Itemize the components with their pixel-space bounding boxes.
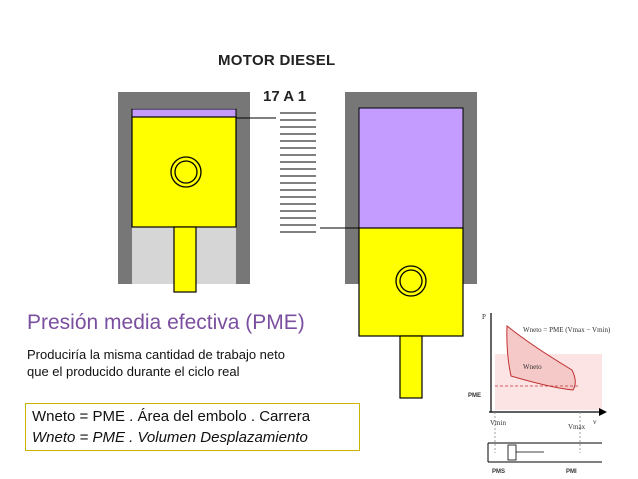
pv-diagram: Wneto = PME (Vmax − Vmin) Wneto P v PME …	[468, 313, 611, 475]
pme-description-line-1: Produciría la misma cantidad de trabajo …	[27, 347, 285, 362]
compressed-gas-right	[358, 107, 464, 229]
piston-pin-left	[170, 156, 202, 188]
connecting-rod-right	[399, 335, 423, 399]
pme-description: Produciría la misma cantidad de trabajo …	[27, 346, 357, 380]
pms-label: PMS	[492, 469, 505, 475]
formula-box: Wneto = PME . Área del embolo . Carrera …	[25, 403, 360, 451]
pme-heading: Presión media efectiva (PME)	[27, 311, 305, 334]
v-axis-label: v	[593, 418, 597, 426]
vmax-label: Vmax	[568, 423, 586, 431]
p-axis-label: P	[482, 313, 486, 321]
cylinder-right	[345, 92, 477, 284]
v-axis-arrow-icon	[599, 408, 607, 416]
pmi-label: PMI	[566, 469, 577, 475]
formula-line-2: Wneto = PME . Volumen Desplazamiento	[32, 429, 308, 446]
pme-description-line-2: que el producido durante el ciclo real	[27, 364, 240, 379]
cycle-curve	[506, 324, 576, 391]
mini-cylinder	[487, 442, 602, 463]
formula-line-1: Wneto = PME . Área del embolo . Carrera	[32, 408, 311, 425]
diagram-title: MOTOR DIESEL	[218, 52, 336, 69]
pv-area-label: Wneto	[523, 363, 542, 371]
compression-ratio: 17 A 1	[263, 88, 307, 105]
pme-axis-label: PME	[468, 393, 481, 399]
piston-pin-right	[395, 265, 427, 297]
compressed-gas-left	[131, 108, 237, 118]
pv-equation: Wneto = PME (Vmax − Vmin)	[523, 326, 611, 334]
compression-scale	[280, 112, 316, 233]
vmin-label: Vmin	[490, 419, 506, 427]
connecting-rod-left	[173, 226, 197, 293]
